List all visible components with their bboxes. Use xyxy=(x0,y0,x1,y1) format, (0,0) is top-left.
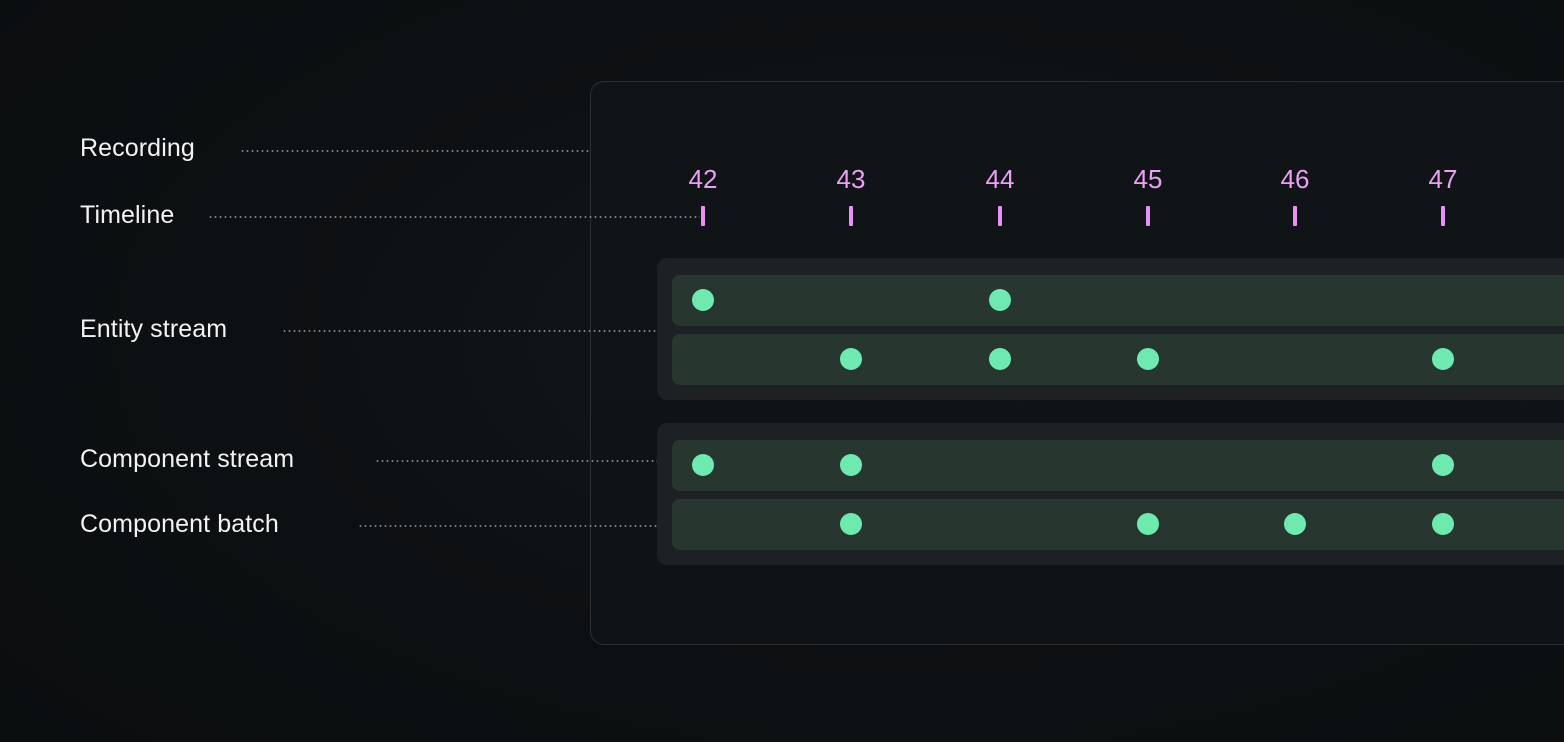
label-component-stream: Component stream xyxy=(80,445,295,473)
leader-line-recording xyxy=(240,150,590,152)
event-dot[interactable] xyxy=(989,289,1011,311)
label-entity-stream: Entity stream xyxy=(80,315,228,343)
component-lane-1[interactable] xyxy=(672,440,1564,491)
entity-lane-2[interactable] xyxy=(672,334,1564,385)
timeline-tick-mark-44[interactable] xyxy=(998,206,1002,226)
label-recording: Recording xyxy=(80,134,195,162)
leader-line-component-batch xyxy=(358,525,852,527)
event-dot[interactable] xyxy=(1284,513,1306,535)
timeline-tick-label-42: 42 xyxy=(688,164,718,194)
leader-line-entity-stream xyxy=(282,330,672,332)
timeline-tick-mark-47[interactable] xyxy=(1441,206,1445,226)
timeline-tick-label-43: 43 xyxy=(836,164,866,194)
event-dot[interactable] xyxy=(1137,348,1159,370)
timeline-tick-label-45: 45 xyxy=(1133,164,1163,194)
component-lane-2[interactable] xyxy=(672,499,1564,550)
leader-line-timeline xyxy=(208,216,700,218)
timeline-tick-mark-43[interactable] xyxy=(849,206,853,226)
leader-line-component-stream xyxy=(375,460,701,462)
timeline-tick-mark-46[interactable] xyxy=(1293,206,1297,226)
timeline-tick-mark-42[interactable] xyxy=(701,206,705,226)
timeline-tick-label-47: 47 xyxy=(1428,164,1458,194)
event-dot[interactable] xyxy=(692,289,714,311)
entity-lane-1[interactable] xyxy=(672,275,1564,326)
timeline-tick-mark-45[interactable] xyxy=(1146,206,1150,226)
event-dot[interactable] xyxy=(989,348,1011,370)
label-timeline: Timeline xyxy=(80,201,175,229)
label-component-batch: Component batch xyxy=(80,510,279,538)
event-dot[interactable] xyxy=(840,454,862,476)
event-dot[interactable] xyxy=(840,513,862,535)
event-dot[interactable] xyxy=(1432,454,1454,476)
event-dot[interactable] xyxy=(692,454,714,476)
event-dot[interactable] xyxy=(1432,513,1454,535)
timeline-tick-label-46: 46 xyxy=(1280,164,1310,194)
event-dot[interactable] xyxy=(840,348,862,370)
timeline-tick-label-44: 44 xyxy=(985,164,1015,194)
event-dot[interactable] xyxy=(1137,513,1159,535)
event-dot[interactable] xyxy=(1432,348,1454,370)
